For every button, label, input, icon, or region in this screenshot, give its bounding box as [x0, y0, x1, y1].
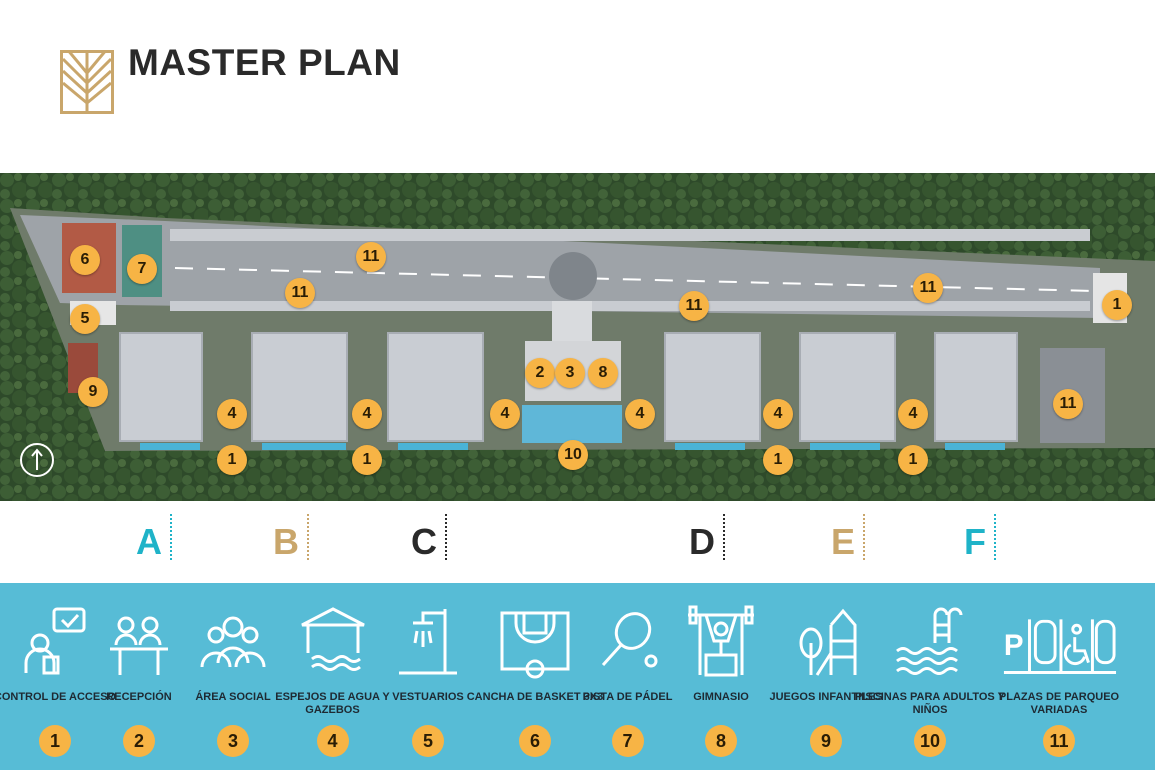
map-marker-gazebo: 4: [763, 399, 793, 429]
map-marker-changing-rooms: 5: [70, 304, 100, 334]
legend-item-social-area: ÁREA SOCIAL 3: [193, 583, 273, 770]
map-marker-playground: 9: [78, 377, 108, 407]
legend-label: ÁREA SOCIAL: [195, 691, 271, 703]
building-label-b: B: [273, 514, 309, 562]
legend-item-reception: RECEPCIÓN 2: [100, 583, 178, 770]
building-label-c: C: [411, 514, 447, 562]
map-marker-gazebo: 4: [352, 399, 382, 429]
site-plan-drawing: [0, 173, 1155, 501]
legend-item-changing-rooms: VESTUARIOS 5: [388, 583, 468, 770]
map-marker-gazebo: 4: [898, 399, 928, 429]
north-arrow-icon: [20, 443, 54, 477]
padel-icon: [601, 612, 657, 668]
map-marker-access-control: 1: [217, 445, 247, 475]
pool-icon: [896, 607, 963, 675]
legend-label: ESPEJOS DE AGUA Y GAZEBOS: [275, 691, 390, 716]
legend-label: RECEPCIÓN: [106, 691, 172, 703]
legend-number: 6: [519, 725, 551, 757]
legend-item-playground: JUEGOS INFANTILES 9: [769, 583, 883, 770]
legend-number: 10: [914, 725, 946, 757]
access-control-icon: [24, 607, 86, 675]
legend-number: 3: [217, 725, 249, 757]
legend-number: 4: [316, 725, 349, 757]
legend-number: 7: [611, 725, 644, 757]
building-label-d: D: [689, 514, 725, 562]
map-marker-access-control: 1: [1102, 290, 1132, 320]
gazebo-icon: [300, 607, 365, 671]
legend-item-padel: PISTA DE PÁDEL 7: [583, 583, 672, 770]
map-marker-parking: 11: [285, 278, 315, 308]
amenities-legend: CONTROL DE ACCESO 1 RECEPCIÓN 2 ÁREA SOC…: [0, 583, 1155, 770]
legend-label: GIMNASIO: [693, 691, 749, 703]
legend-label: PLAZAS DE PARQUEO VARIADAS: [998, 691, 1120, 716]
legend-label: PISCINAS PARA ADULTOS Y NIÑOS: [855, 691, 1005, 716]
building-label-a: A: [136, 514, 172, 562]
map-marker-gazebo: 4: [217, 399, 247, 429]
building-label-f: F: [964, 514, 996, 562]
map-marker-reception: 2: [525, 358, 555, 388]
map-marker-access-control: 1: [763, 445, 793, 475]
map-marker-basketball: 6: [70, 245, 100, 275]
building-label-e: E: [831, 514, 866, 562]
map-marker-parking: 11: [913, 273, 943, 303]
legend-label: PISTA DE PÁDEL: [582, 691, 673, 703]
map-marker-access-control: 1: [898, 445, 928, 475]
legend-item-gazebos: ESPEJOS DE AGUA Y GAZEBOS 4: [275, 583, 390, 770]
logo: [60, 50, 114, 114]
legend-number: 1: [39, 725, 71, 757]
legend-item-access-control: CONTROL DE ACCESO 1: [0, 583, 116, 770]
map-marker-access-control: 1: [352, 445, 382, 475]
map-marker-gazebo: 4: [625, 399, 655, 429]
playground-icon: [799, 608, 857, 676]
legend-number: 9: [810, 725, 842, 757]
legend-number: 5: [412, 725, 444, 757]
legend-label: VESTUARIOS: [392, 691, 464, 703]
legend-label: JUEGOS INFANTILES: [769, 691, 883, 703]
gym-icon: [688, 605, 754, 677]
map-marker-gym: 8: [588, 358, 618, 388]
map-marker-parking: 11: [1053, 389, 1083, 419]
map-marker-social-area: 3: [555, 358, 585, 388]
legend-item-parking: P PLAZAS DE PARQUEO VARIADAS 11: [999, 583, 1119, 770]
legend-item-pools: PISCINAS PARA ADULTOS Y NIÑOS 10: [855, 583, 1005, 770]
master-plan-map: 6 7 11 11 11 11 1 5 9 4 4 4 4 4 4 1 1 1 …: [0, 173, 1155, 501]
legend-number: 11: [1043, 725, 1075, 757]
map-marker-gazebo: 4: [490, 399, 520, 429]
map-marker-padel: 7: [127, 254, 157, 284]
palm-leaf-icon: [63, 53, 111, 111]
legend-label: CANCHA DE BASKET 3X3: [466, 691, 604, 703]
social-area-icon: [200, 616, 266, 668]
shower-icon: [399, 609, 457, 675]
legend-label: CONTROL DE ACCESO: [0, 691, 117, 703]
legend-item-basketball-court: CANCHA DE BASKET 3X3 6: [467, 583, 603, 770]
basketball-court-icon: [500, 611, 570, 679]
svg-text:P: P: [1004, 629, 1024, 662]
legend-number: 2: [123, 725, 155, 757]
reception-icon: [110, 616, 168, 675]
page-title: MASTER PLAN: [128, 42, 401, 83]
map-marker-parking: 11: [679, 291, 709, 321]
parking-icon: P: [1003, 619, 1117, 674]
legend-number: 8: [705, 725, 737, 757]
map-marker-parking: 11: [356, 242, 386, 272]
map-marker-pools: 10: [558, 440, 588, 470]
legend-item-gym: GIMNASIO 8: [682, 583, 760, 770]
